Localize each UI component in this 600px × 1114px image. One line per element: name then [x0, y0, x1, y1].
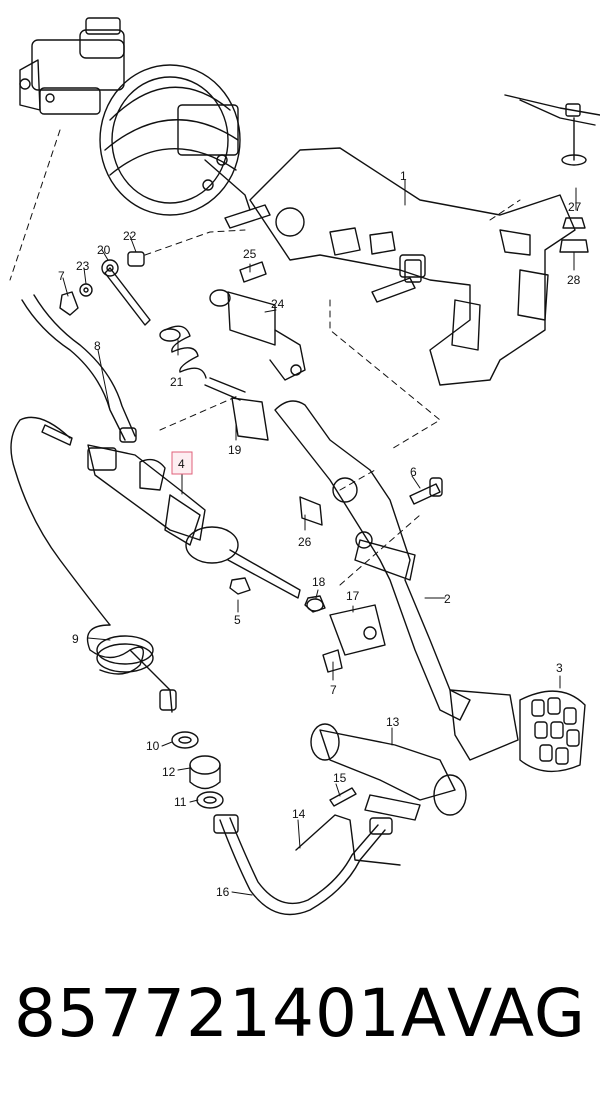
pedal-bracket — [249, 147, 576, 386]
reservoir-hose — [21, 294, 137, 443]
callout-3: 3 — [556, 661, 563, 675]
callout-22: 22 — [123, 229, 137, 243]
exploded-parts-diagram: 1 2 3 4 5 6 7 7 8 9 10 11 12 13 14 15 16… — [9, 17, 600, 916]
callout-7-upper: 7 — [58, 269, 65, 283]
clutch-pipe — [10, 416, 177, 713]
callout-25: 25 — [243, 247, 257, 261]
assembly-leader-lines — [9, 129, 521, 586]
pedal-pad — [519, 690, 586, 773]
clutch-pedal — [274, 400, 519, 761]
clip-7-lower — [322, 649, 343, 673]
callout-leaders — [62, 179, 577, 896]
seal-10 — [171, 731, 199, 749]
pushrod — [59, 251, 151, 326]
brand-name: VAG — [446, 975, 586, 1052]
callout-10: 10 — [146, 739, 160, 753]
callout-27: 27 — [568, 200, 582, 214]
part-number: 857721401A — [14, 975, 448, 1052]
footer: 857721401A VAG — [0, 975, 600, 1085]
callout-24: 24 — [271, 297, 285, 311]
mounting-stud — [504, 94, 600, 253]
callout-labels: 1 2 3 4 5 6 7 7 8 9 10 11 12 13 14 15 16… — [58, 169, 582, 899]
pivot-pin — [239, 261, 267, 283]
callout-16: 16 — [216, 885, 230, 899]
brake-booster — [99, 64, 251, 216]
over-centre-spring — [209, 289, 306, 381]
clutch-master-cylinder — [87, 444, 324, 612]
slave-pushrod — [329, 787, 357, 807]
bracket-bolt — [224, 204, 422, 303]
return-spring — [159, 325, 207, 379]
callout-11: 11 — [174, 795, 187, 809]
nut-5 — [229, 577, 251, 595]
bush-12 — [189, 755, 221, 790]
callout-13: 13 — [386, 715, 400, 729]
hose-bracket — [295, 814, 401, 866]
callout-6: 6 — [410, 465, 417, 479]
callout-12: 12 — [162, 765, 176, 779]
slave-cylinder — [310, 723, 467, 821]
callout-4: 4 — [178, 457, 185, 471]
callout-26: 26 — [298, 535, 312, 549]
callout-15: 15 — [333, 771, 347, 785]
callout-21: 21 — [170, 375, 184, 389]
nut-18 — [304, 595, 326, 613]
bolt-6 — [409, 477, 443, 505]
callout-9: 9 — [72, 632, 79, 646]
callout-8: 8 — [94, 339, 101, 353]
callout-19: 19 — [228, 443, 242, 457]
clutch-hose — [213, 814, 393, 916]
callout-17: 17 — [346, 589, 360, 603]
callout-20: 20 — [97, 243, 111, 257]
callout-1: 1 — [400, 169, 407, 183]
callout-5: 5 — [234, 613, 241, 627]
callout-23: 23 — [76, 259, 90, 273]
clip-26 — [299, 496, 323, 526]
master-cylinder — [19, 17, 125, 115]
callout-28: 28 — [567, 273, 581, 287]
callout-14: 14 — [292, 807, 306, 821]
callout-18: 18 — [312, 575, 326, 589]
seal-11 — [196, 791, 224, 809]
callout-2: 2 — [444, 592, 451, 606]
callout-4-highlight — [171, 451, 193, 475]
bracket-17 — [329, 604, 386, 656]
callout-7-lower: 7 — [330, 683, 337, 697]
